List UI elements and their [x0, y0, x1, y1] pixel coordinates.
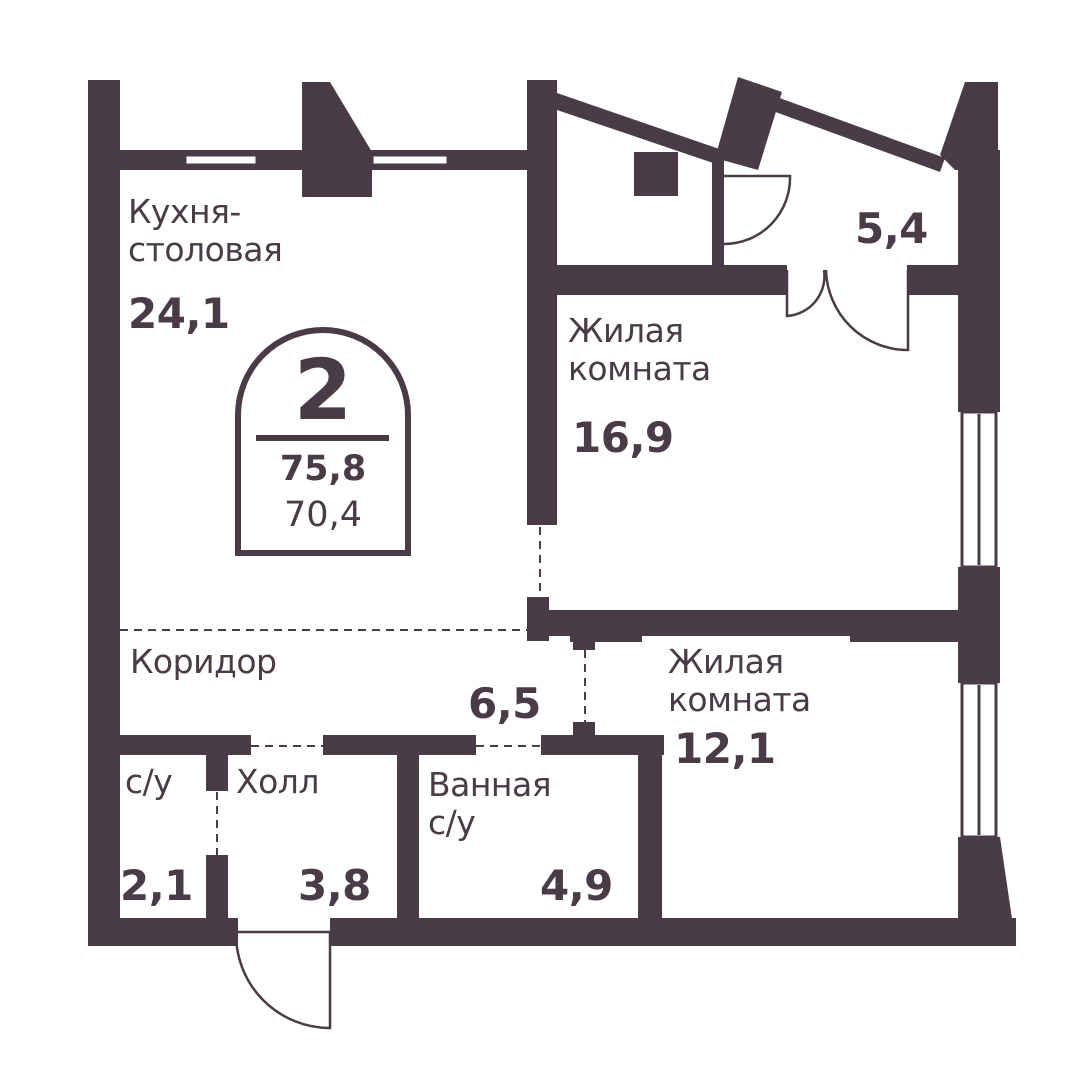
doors	[234, 174, 910, 1030]
room-kitchen-name-line2: столовая	[128, 229, 283, 269]
pillar	[634, 152, 678, 196]
room-kitchen-area: 24,1	[128, 289, 230, 338]
badge-rooms: 2	[293, 341, 353, 439]
room-corridor-name: Коридор	[130, 642, 277, 681]
badge-living-area: 70,4	[284, 495, 362, 535]
wall-left	[88, 80, 120, 946]
room-living2-name: Жилая комната	[668, 643, 811, 719]
room-bath-name: Ванная с/у	[428, 765, 552, 842]
room-hall-name: Холл	[236, 762, 319, 801]
door-entrance	[234, 930, 332, 1030]
room-living1-name-line2: комната	[568, 348, 711, 388]
room-living1-name-line1: Жилая	[568, 311, 684, 350]
wall-living2-right	[850, 630, 960, 642]
wall-hall-top	[323, 735, 476, 755]
room-living1-area: 16,9	[572, 413, 674, 462]
room-hall-area: 3,8	[298, 861, 371, 910]
wall-corridor-stub-2	[573, 722, 595, 738]
wall-corridor-stub	[573, 636, 595, 650]
wall-bottom-left	[88, 918, 238, 946]
wall-column-right	[940, 82, 998, 170]
room-corridor-area: 6,5	[468, 679, 541, 728]
wall-bath-left	[397, 755, 419, 925]
window-mullions	[639, 126, 981, 835]
wall-storage-bottom-right	[907, 265, 967, 295]
wall-wc-right	[206, 855, 228, 925]
badge-divider	[256, 435, 389, 441]
room-bath-name-line2: с/у	[428, 802, 476, 842]
room-living2-area: 12,1	[674, 724, 776, 773]
door-living1-small	[785, 269, 826, 318]
badge-frame	[235, 327, 411, 556]
room-living1-name: Жилая комната	[568, 312, 711, 388]
wall-column-mid	[715, 77, 782, 170]
window-kitchen-2	[370, 153, 450, 167]
wall-bottom-right	[330, 918, 1016, 946]
wall-bath-top	[541, 735, 664, 755]
wall-diagonal-2	[770, 96, 945, 172]
wall-wc-top	[88, 735, 251, 755]
badge-total-area: 75,8	[279, 449, 367, 489]
room-storage-area: 5,4	[855, 204, 928, 253]
wall-storage-bottom-left	[541, 265, 787, 295]
wall-center-vertical	[527, 80, 557, 525]
room-kitchen-name-line1: Кухня-	[128, 192, 241, 231]
room-kitchen-name: Кухня- столовая	[128, 192, 283, 269]
wall-storage-v	[712, 160, 724, 270]
walls	[88, 77, 1016, 946]
zone-boundaries	[120, 527, 586, 855]
room-living2-name-line2: комната	[668, 679, 811, 719]
room-bath-name-line1: Ванная	[428, 765, 552, 804]
door-living1	[824, 269, 910, 352]
wall-wc-stub	[206, 755, 228, 791]
wall-bath-right	[638, 755, 662, 945]
window-kitchen	[183, 153, 259, 167]
room-bath-area: 4,9	[540, 861, 613, 910]
wall-top-column	[302, 82, 372, 197]
door-storage	[723, 174, 792, 246]
room-wc-name: с/у	[125, 762, 173, 801]
room-wc-area: 2,1	[120, 861, 193, 910]
room-living2-name-line1: Жилая	[668, 642, 784, 681]
